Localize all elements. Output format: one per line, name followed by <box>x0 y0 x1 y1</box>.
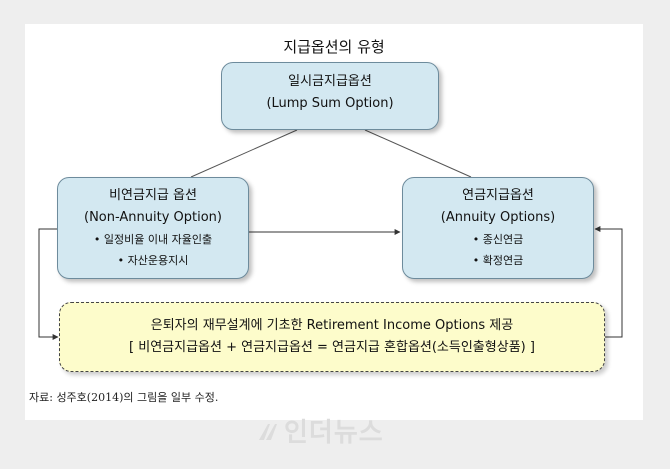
annuity-korean-label: 연금지급옵션 <box>462 188 534 203</box>
non-annuity-bullet-2: • 자산운용지시 <box>117 254 189 267</box>
non-annuity-option-box: 비연금지급 옵션 (Non-Annuity Option) • 일정비율 이내 … <box>57 177 249 279</box>
arrow-left-to-note <box>38 228 59 340</box>
connector-top-right <box>364 129 472 178</box>
watermark-text: 인더뉴스 <box>284 418 384 448</box>
non-annuity-bullet-1: • 일정비율 이내 자율인출 <box>93 233 213 246</box>
retirement-income-note-box: 은퇴자의 재무설계에 기초한 Retirement Income Options… <box>59 302 605 372</box>
watermark: 인더뉴스 <box>256 412 384 449</box>
retirement-income-note-line1: 은퇴자의 재무설계에 기초한 Retirement Income Options… <box>150 318 514 333</box>
diagram-title: 지급옵션의 유형 <box>283 38 385 56</box>
non-annuity-english-label: (Non-Annuity Option) <box>84 210 222 225</box>
diagram-panel: 지급옵션의 유형 일시금지급옵션 (Lump Sum Option) 비연금지급… <box>25 24 643 420</box>
annuity-english-label: (Annuity Options) <box>440 210 556 225</box>
annuity-bullet-2: • 확정연금 <box>472 254 524 267</box>
connector-lines <box>38 129 623 340</box>
lump-sum-english-label: (Lump Sum Option) <box>266 96 394 111</box>
retirement-income-note-line2: [ 비연금지급옵션 + 연금지급옵션 = 연금지급 혼합옵션(소득인출형상품) … <box>129 340 535 355</box>
connector-top-left <box>190 129 298 178</box>
lump-sum-korean-label: 일시금지급옵션 <box>288 74 372 89</box>
source-caption: 자료: 성주호(2014)의 그림을 일부 수정. <box>29 391 219 404</box>
lump-sum-option-box: 일시금지급옵션 (Lump Sum Option) <box>221 62 439 130</box>
annuity-bullet-1: • 종신연금 <box>472 233 524 246</box>
arrow-note-to-right <box>594 226 623 338</box>
annuity-options-box: 연금지급옵션 (Annuity Options) • 종신연금 • 확정연금 <box>402 177 594 279</box>
non-annuity-korean-label: 비연금지급 옵션 <box>109 188 197 203</box>
newspaper-logo-icon <box>256 420 280 444</box>
